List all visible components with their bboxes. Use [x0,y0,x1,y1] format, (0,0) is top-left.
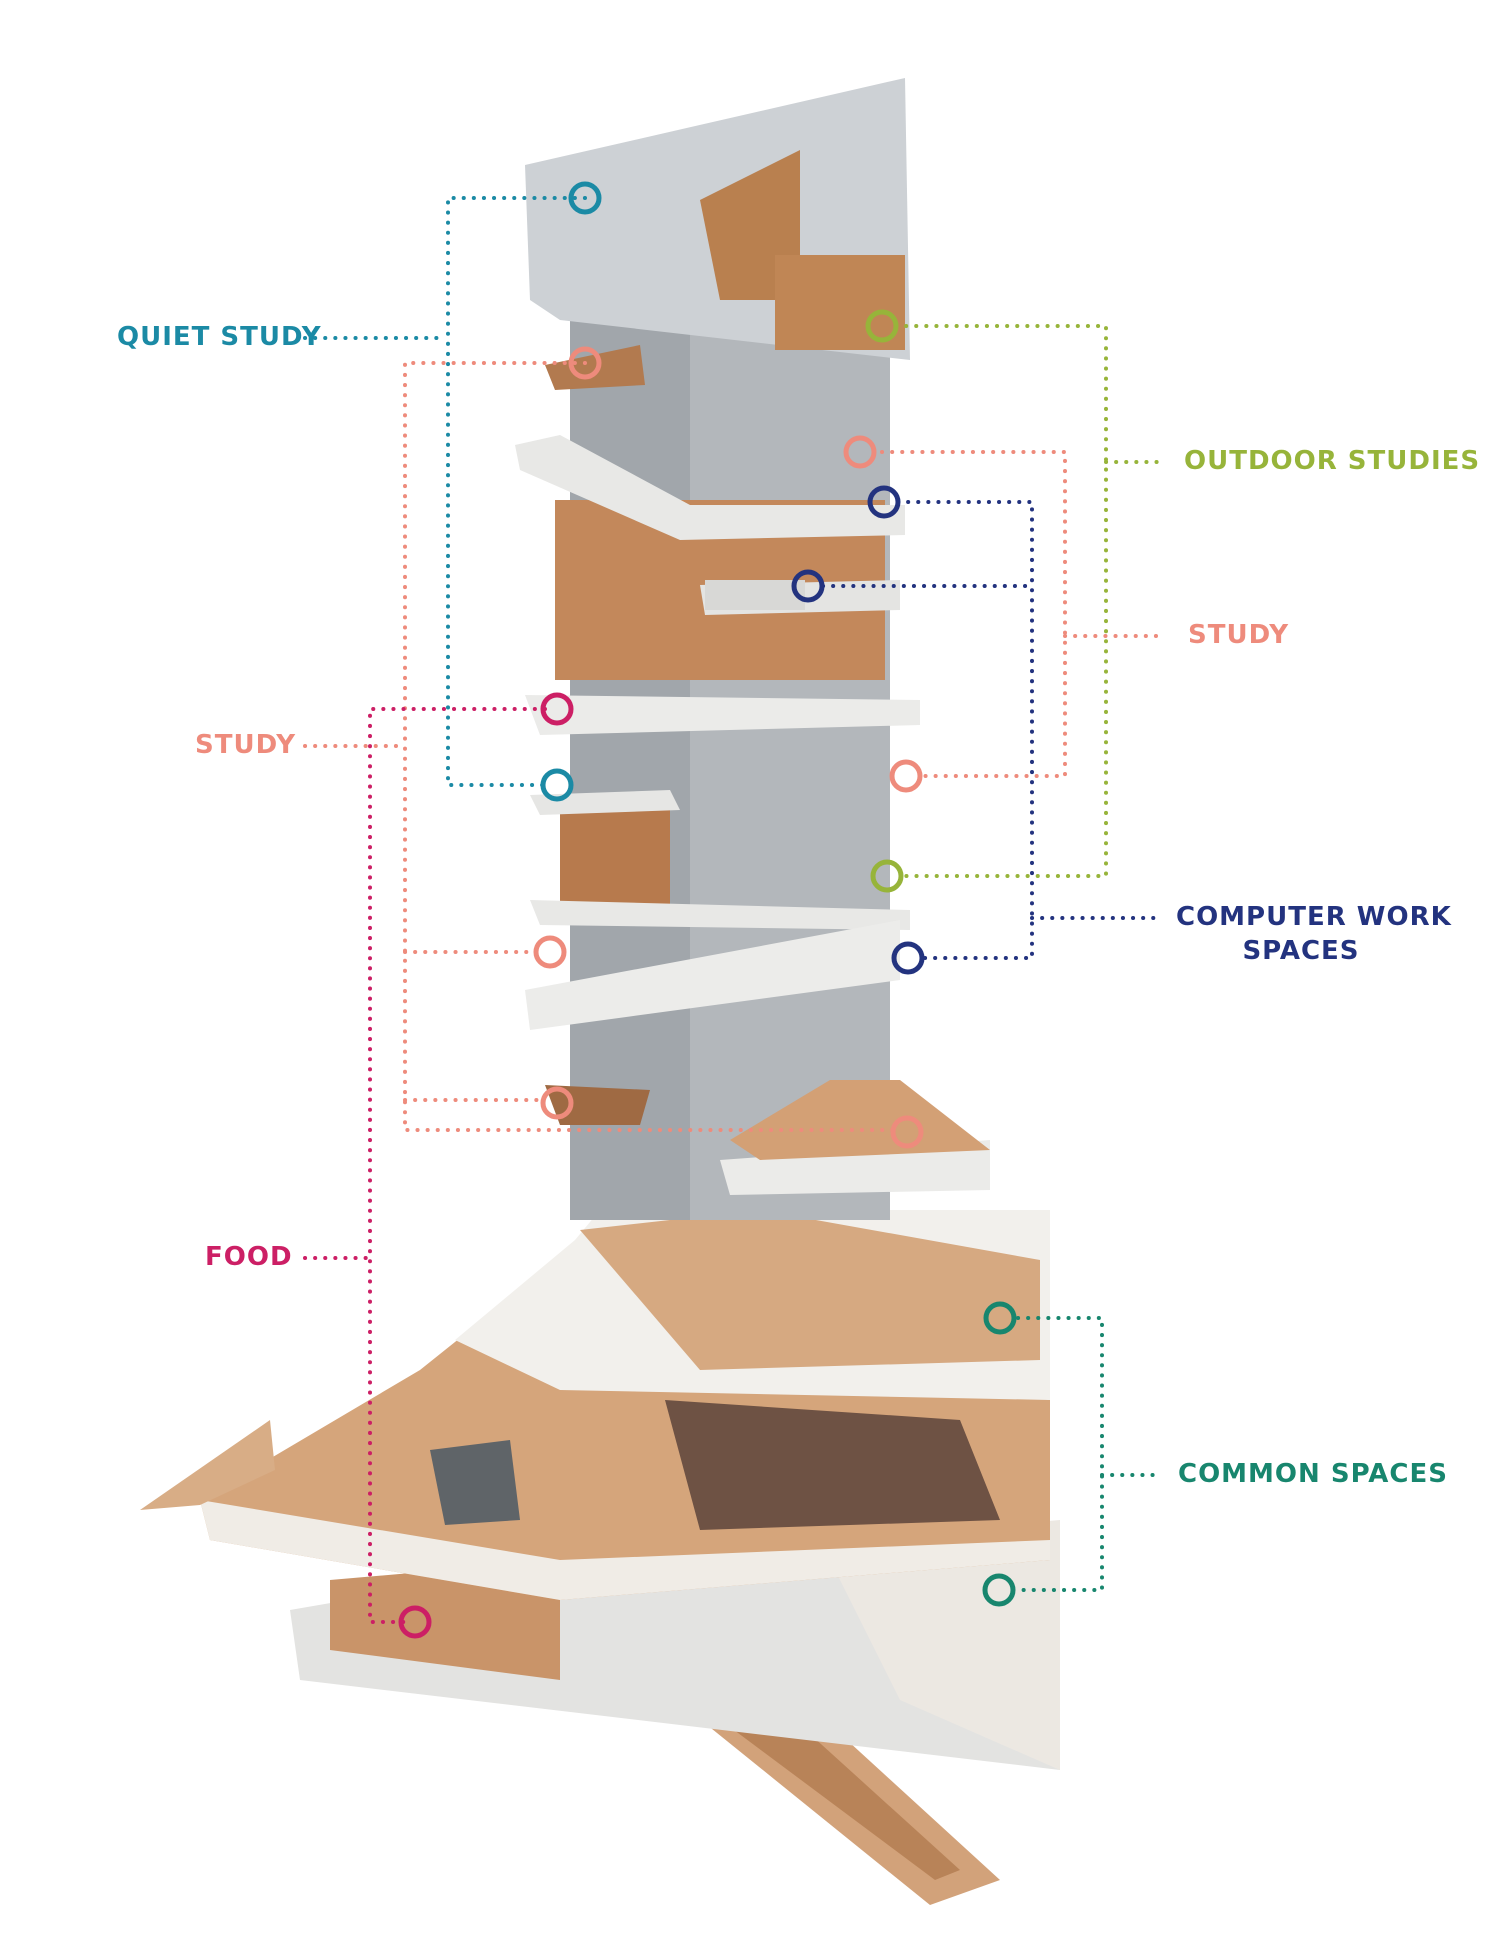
computer-bracket [898,502,1032,958]
outdoor-studies-bracket [896,326,1106,876]
label-computer-line-1: COMPUTER WORK [1176,900,1426,934]
marker-study-4 [536,938,564,966]
marker-study-3 [892,762,920,790]
building-illustration [140,78,1060,1905]
label-study-left: STUDY [195,730,296,760]
label-computer-work-spaces: COMPUTER WORK SPACES [1176,900,1426,968]
label-computer-line-2: SPACES [1176,934,1426,968]
label-quiet-study: QUIET STUDY [117,322,322,352]
label-common-spaces: COMMON SPACES [1178,1459,1448,1489]
auditorium-seating [665,1400,1000,1530]
atrium-opening [430,1440,520,1525]
outdoor-balcony-top [775,255,905,350]
label-food: FOOD [205,1242,293,1272]
label-study-right: STUDY [1188,620,1289,650]
balcony-computer-upper [705,580,805,610]
label-outdoor-studies: OUTDOOR STUDIES [1184,446,1480,476]
